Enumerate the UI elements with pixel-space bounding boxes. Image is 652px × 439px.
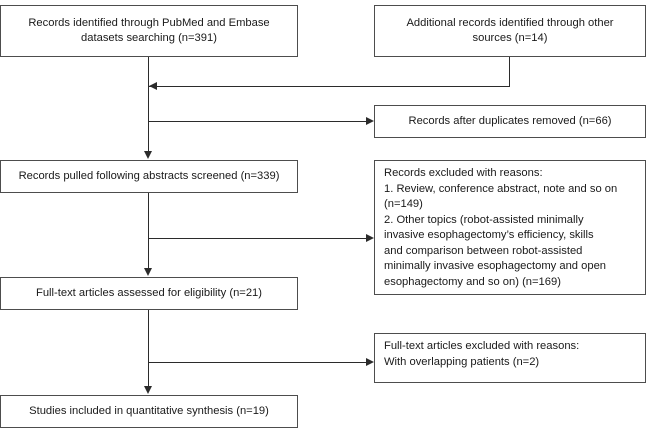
edge-additional-down-segment <box>509 57 510 87</box>
edge-fulltext-to-included-trunk <box>148 310 149 387</box>
node-records-after-duplicates-removed: Records after duplicates removed (n=66) <box>374 105 646 138</box>
edge-abstracts-to-fulltext-trunk <box>148 193 149 269</box>
arrowhead-right-to-excluded <box>366 234 374 242</box>
node-label: Records pulled following abstracts scree… <box>18 169 280 182</box>
node-label: Full-text articles assessed for eligibil… <box>35 286 262 299</box>
node-records-identified-pubmed-embase: Records identified through PubMed and Em… <box>0 5 298 57</box>
node-label: Studies included in quantitative synthes… <box>29 404 269 417</box>
node-studies-included-in-quantitative-synthesis: Studies included in quantitative synthes… <box>0 395 298 428</box>
edge-abstracts-to-excluded <box>149 238 366 239</box>
node-records-excluded-with-reasons: Records excluded with reasons: 1. Review… <box>374 160 646 295</box>
node-records-pulled-following-abstracts-screened: Records pulled following abstracts scree… <box>0 160 298 193</box>
node-label: Additional records identified through ot… <box>406 16 614 45</box>
node-additional-records-other-sources: Additional records identified through ot… <box>374 5 646 57</box>
arrowhead-left-into-trunk <box>149 82 157 90</box>
node-label: Records identified through PubMed and Em… <box>28 16 270 45</box>
arrowhead-right-to-fulltext-excluded <box>366 358 374 366</box>
arrowhead-down-to-abstracts <box>144 151 152 159</box>
node-label: Records after duplicates removed (n=66) <box>408 114 612 127</box>
node-fulltext-articles-assessed-for-eligibility: Full-text articles assessed for eligibil… <box>0 277 298 310</box>
arrowhead-right-to-duplicates <box>366 117 374 125</box>
edge-additional-left-segment <box>149 86 510 87</box>
node-label: Records excluded with reasons: 1. Review… <box>384 167 618 288</box>
arrowhead-down-to-fulltext <box>144 268 152 276</box>
node-fulltext-articles-excluded-with-reasons: Full-text articles excluded with reasons… <box>374 333 646 383</box>
edge-fulltext-to-fulltext-excluded <box>149 362 366 363</box>
edge-pubmed-to-abstracts-trunk <box>148 57 149 152</box>
edge-trunk-to-duplicates <box>149 121 366 122</box>
arrowhead-down-to-included <box>144 386 152 394</box>
node-label: Full-text articles excluded with reasons… <box>384 340 580 368</box>
